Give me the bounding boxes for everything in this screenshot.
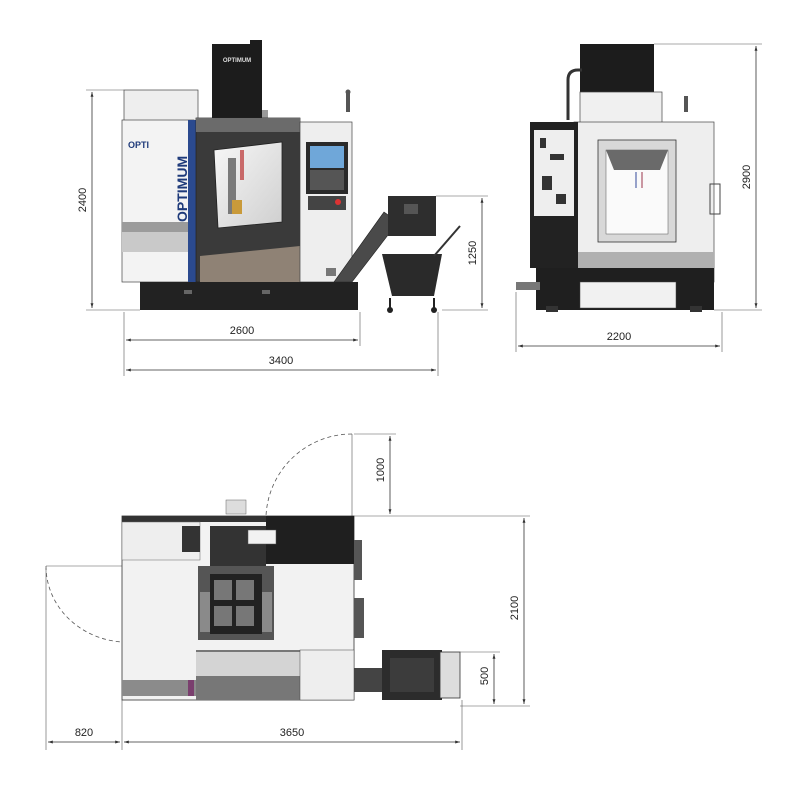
side-spindle-tower xyxy=(580,44,654,94)
dim-front-height: 2400 xyxy=(77,188,89,212)
left-top-cabinet xyxy=(123,89,199,123)
conveyor-motor xyxy=(388,196,436,236)
dim-top-depth: 2100 xyxy=(509,596,521,620)
left-cabinet xyxy=(121,119,195,283)
dim-total-width-front: 3400 xyxy=(269,355,293,367)
side-upper-body xyxy=(579,91,663,127)
top-view: 1000 2100 500 820 3650 xyxy=(45,433,530,750)
dim-total-width-top: 3650 xyxy=(280,727,304,739)
tower-logo: OPTIMUM xyxy=(223,58,251,64)
dim-coolant-height: 1250 xyxy=(467,241,479,265)
side-view: 2900 2200 xyxy=(515,43,762,352)
dim-side-depth: 2200 xyxy=(607,331,631,343)
badge-opti: OPTI xyxy=(128,140,149,150)
door-window xyxy=(213,141,283,229)
cnc-screen xyxy=(310,146,344,168)
dim-conveyor-depth: 500 xyxy=(479,667,491,685)
dim-side-height: 2900 xyxy=(741,165,753,189)
door-swing-left xyxy=(45,565,123,643)
dim-door-clearance: 1000 xyxy=(375,458,387,482)
chip-bin xyxy=(382,254,442,296)
machine-base xyxy=(140,282,358,310)
spindle-tower xyxy=(212,44,262,120)
dim-side-door: 820 xyxy=(75,727,93,739)
door-swing-top xyxy=(265,433,353,517)
dim-machine-width: 2600 xyxy=(230,325,254,337)
front-view: OPTIMUM OPTI OPTIMUM xyxy=(77,40,488,376)
top-chip-conveyor xyxy=(354,668,384,692)
cabinet-logo: OPTIMUM xyxy=(174,156,190,222)
